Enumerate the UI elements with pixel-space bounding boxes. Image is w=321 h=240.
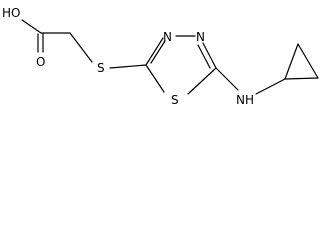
bond-s1-c2 — [145, 64, 165, 93]
atom-ring-sulfur: S — [171, 93, 179, 107]
bond-cp-a — [284, 43, 299, 80]
atom-ring-nitrogen-left: N — [163, 30, 172, 44]
atom-carbonyl-oxygen: O — [36, 55, 45, 69]
bond-nh-cp — [255, 78, 286, 95]
bond-s-c2 — [109, 64, 147, 69]
bond-cp-b — [297, 43, 319, 79]
atom-ring-nitrogen-right: N — [196, 30, 205, 44]
molecule-diagram: HO O S S N N NH — [2, 6, 319, 107]
bond-c2-n3-b — [150, 40, 166, 64]
atom-thioether-sulfur: S — [97, 61, 105, 75]
bond-c2-n3-a — [145, 37, 164, 66]
atom-amine: NH — [236, 93, 254, 107]
bond-ho-c — [21, 19, 42, 34]
bond-n4-c5-b — [197, 44, 211, 69]
structure-canvas: HO O S S N N NH — [0, 0, 321, 117]
bond-c5-s1 — [187, 67, 217, 95]
bond-ch2-s — [69, 32, 93, 63]
bond-n4-c5-a — [202, 42, 217, 69]
bond-c5-nh — [215, 67, 239, 91]
atom-hydroxyl: HO — [2, 6, 20, 20]
bond-cp-c — [284, 77, 319, 80]
